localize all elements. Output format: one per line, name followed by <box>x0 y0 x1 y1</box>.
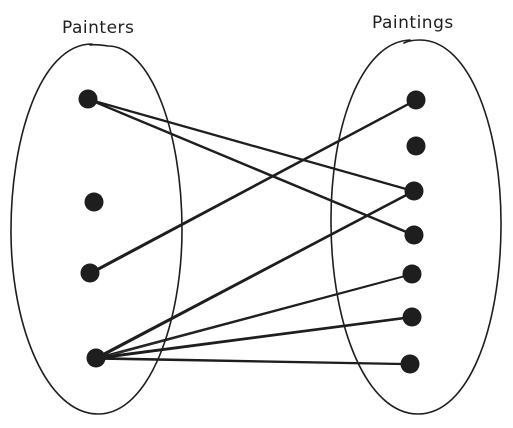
edge-painter-4-painting-5 <box>95 273 413 359</box>
painting-dot-1 <box>406 90 426 110</box>
painter-dot-1 <box>78 89 98 109</box>
painting-dot-7 <box>400 354 420 374</box>
edge-painter-4-painting-6 <box>94 315 414 360</box>
paintings-ellipse <box>330 39 502 415</box>
painters-set: Painters <box>10 18 183 415</box>
edge-painter-4-painting-3 <box>94 189 416 360</box>
painting-dot-2 <box>406 136 426 156</box>
edge-painter-1-painting-4 <box>86 97 416 237</box>
painter-dot-4 <box>86 348 106 368</box>
edge-painter-3-painting-1 <box>88 98 418 275</box>
painters-ellipse <box>10 43 183 415</box>
painting-dot-6 <box>402 307 422 327</box>
mapping-edges <box>86 97 418 366</box>
painter-dot-2 <box>84 192 104 212</box>
edge-painter-4-painting-7-sketch <box>96 358 410 366</box>
edge-painter-4-painting-5-sketch <box>96 274 412 360</box>
edge-painter-4-painting-7 <box>95 357 411 365</box>
edge-painter-4-painting-6-sketch <box>96 317 412 360</box>
paintings-set: Paintings <box>330 13 502 415</box>
edge-painter-3-painting-1-sketch <box>90 100 416 275</box>
paintings-label: Paintings <box>372 13 454 33</box>
painters-label: Painters <box>62 18 134 38</box>
edge-painter-1-painting-4-sketch <box>88 99 414 237</box>
painting-dot-3 <box>404 181 424 201</box>
painting-dot-4 <box>404 225 424 245</box>
edge-painter-4-painting-3-sketch <box>96 191 414 360</box>
edge-painter-1-painting-3 <box>87 98 415 192</box>
edge-painter-1-painting-3-sketch <box>88 99 414 193</box>
painting-dot-5 <box>402 264 422 284</box>
painter-dot-3 <box>80 263 100 283</box>
element-dots <box>78 89 426 374</box>
